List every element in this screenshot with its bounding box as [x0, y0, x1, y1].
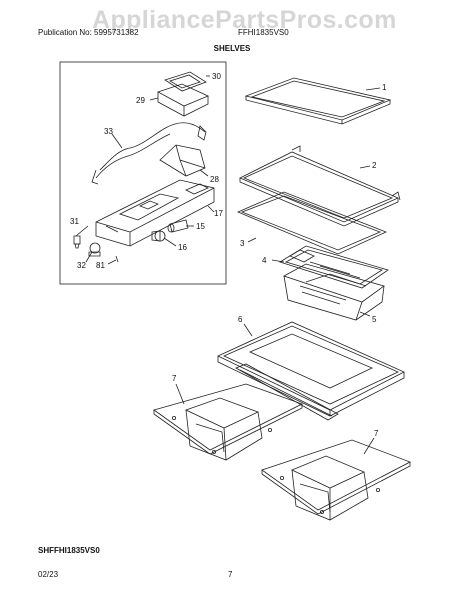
part-4-crisper-cover	[279, 245, 389, 289]
part-7-drawer-left	[153, 383, 304, 461]
callout-4: 4	[262, 256, 267, 265]
part-5-crisper-drawer	[283, 263, 385, 321]
callout-15: 15	[196, 222, 205, 231]
callout-7-left: 7	[172, 374, 177, 383]
callout-7-right: 7	[374, 429, 379, 438]
model-number: FFHI1835VS0	[238, 28, 289, 37]
watermark: AppliancePartsPros.com	[92, 6, 397, 34]
callout-3: 3	[240, 239, 245, 248]
part-33-wire-harness	[99, 122, 206, 171]
part-2-glass-shelf	[239, 145, 401, 227]
callout-28: 28	[210, 175, 219, 184]
control-housing-inset-frame	[59, 61, 227, 285]
callout-6: 6	[238, 315, 243, 324]
callout-32: 32	[77, 261, 86, 270]
part-16-knob	[151, 230, 166, 242]
callout-81: 81	[96, 261, 105, 270]
page-number: 7	[228, 570, 233, 579]
part-31-bulb	[73, 235, 81, 249]
callout-33: 33	[104, 127, 113, 136]
part-1-glass-shelf	[244, 77, 392, 125]
callout-30: 30	[212, 72, 221, 81]
part-15-thermistor	[167, 219, 189, 233]
part-30-light-lens	[164, 71, 207, 92]
section-title: SHELVES	[213, 44, 251, 53]
part-81-screw	[115, 255, 119, 263]
part-32-lamp-socket	[88, 242, 101, 257]
part-29-light-housing	[156, 83, 209, 117]
publication-number: Publication No: 5995731382	[38, 28, 139, 37]
part-7-drawer-right	[261, 439, 411, 521]
part-17-control-housing	[95, 179, 215, 247]
callout-2: 2	[372, 161, 377, 170]
part-28-air-duct	[159, 144, 206, 177]
callout-16: 16	[178, 243, 187, 252]
callout-5: 5	[372, 315, 377, 324]
part-6-shelf-assembly	[217, 321, 405, 417]
callout-29: 29	[136, 96, 145, 105]
callout-17: 17	[214, 209, 223, 218]
footer-date: 02/23	[38, 570, 59, 579]
callout-31: 31	[70, 217, 79, 226]
diagram-code: SHFFHI1835VS0	[38, 546, 100, 555]
callout-1: 1	[382, 83, 387, 92]
part-3-shelf-glass	[236, 191, 388, 255]
